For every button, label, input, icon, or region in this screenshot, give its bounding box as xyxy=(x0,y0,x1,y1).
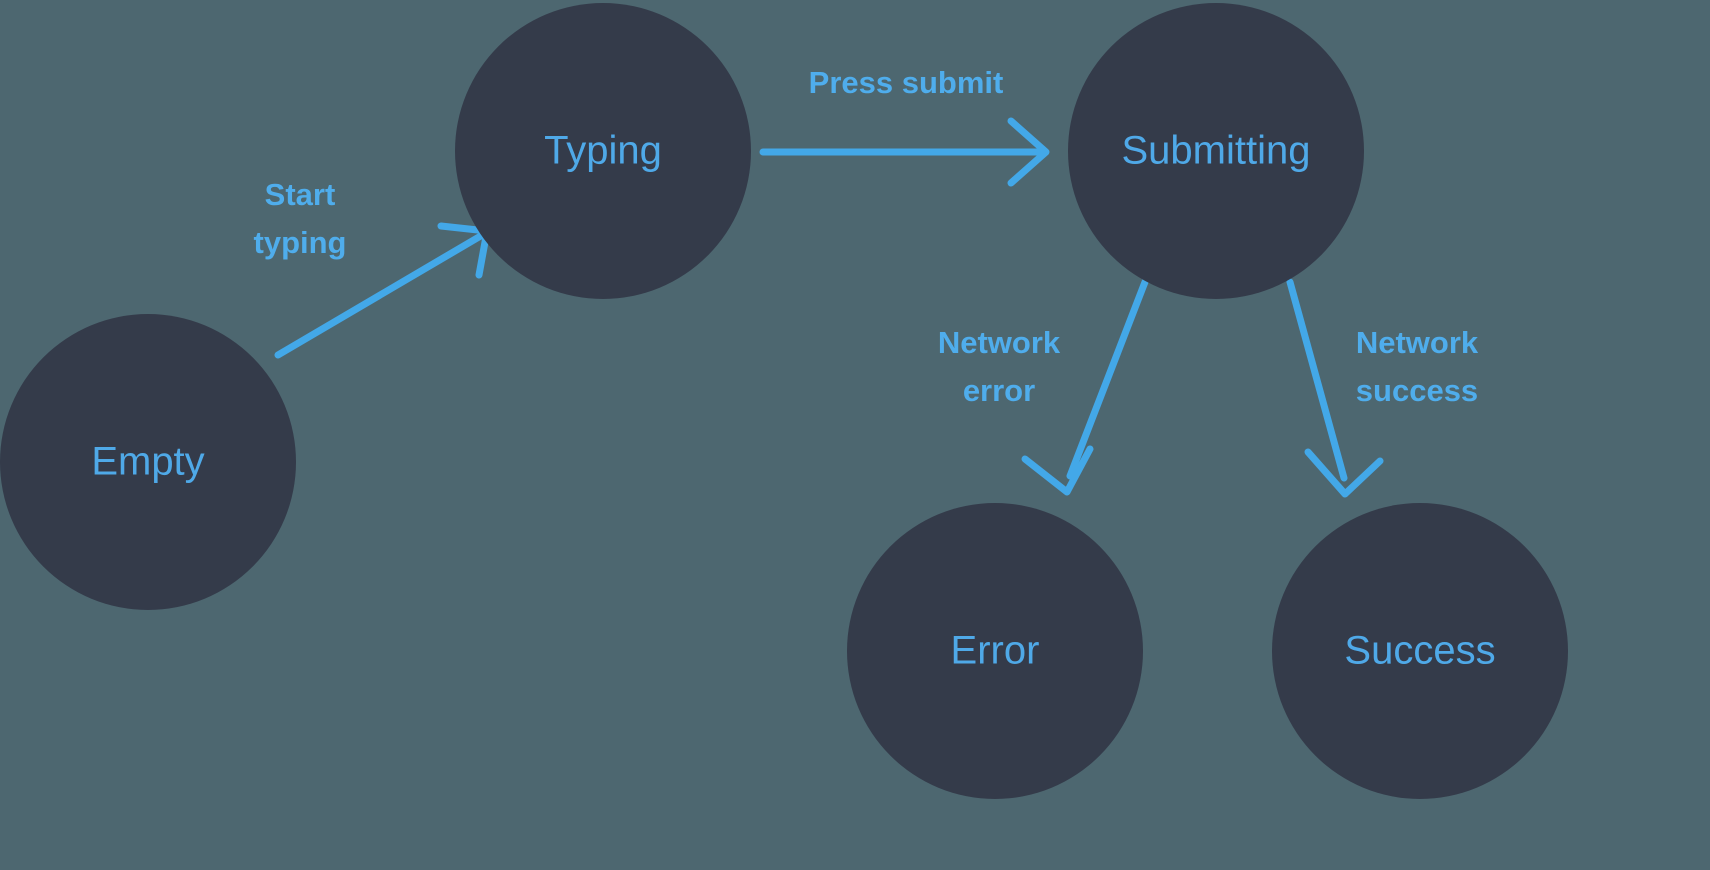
node-typing-label: Typing xyxy=(544,129,662,173)
edge-label-press-submit: Press submit xyxy=(809,65,1004,100)
edge-submitting-to-success xyxy=(1286,278,1384,498)
node-error-circle[interactable] xyxy=(847,503,1143,799)
node-typing-circle[interactable] xyxy=(455,3,751,299)
edge-label-network-success: Network success xyxy=(1356,325,1479,408)
edge-label-network-error-line2: error xyxy=(963,373,1035,408)
edge-line-network-success xyxy=(1286,278,1348,482)
node-submitting[interactable]: Submitting xyxy=(1068,3,1364,299)
arrowhead-network-error xyxy=(1021,445,1094,496)
edge-line-start-typing xyxy=(274,230,488,359)
arrowhead-press-submit xyxy=(1007,117,1050,187)
node-empty-label: Empty xyxy=(91,440,204,484)
node-success-circle[interactable] xyxy=(1272,503,1568,799)
node-submitting-circle[interactable] xyxy=(1068,3,1364,299)
edge-label-press-submit-line1: Press submit xyxy=(809,65,1004,100)
edge-label-start-typing: Start typing xyxy=(254,177,347,260)
node-success[interactable]: Success xyxy=(1272,503,1568,799)
edge-label-network-error: Network error xyxy=(938,325,1061,408)
edge-submitting-to-error xyxy=(1021,278,1149,496)
node-typing[interactable]: Typing xyxy=(455,3,751,299)
edge-label-network-success-line1: Network xyxy=(1356,325,1479,360)
edge-label-network-error-line1: Network xyxy=(938,325,1061,360)
node-error-label: Error xyxy=(951,629,1040,673)
node-empty[interactable]: Empty xyxy=(0,314,296,610)
arrowhead-network-success xyxy=(1304,448,1384,498)
edge-typing-to-submitting xyxy=(759,117,1050,187)
node-success-label: Success xyxy=(1344,629,1495,673)
node-empty-circle[interactable] xyxy=(0,314,296,610)
node-submitting-label: Submitting xyxy=(1122,129,1311,173)
edge-label-start-typing-line1: Start xyxy=(265,177,336,212)
edge-label-network-success-line2: success xyxy=(1356,373,1478,408)
edge-label-start-typing-line2: typing xyxy=(254,225,347,260)
node-error[interactable]: Error xyxy=(847,503,1143,799)
edge-line-network-error xyxy=(1066,278,1149,480)
